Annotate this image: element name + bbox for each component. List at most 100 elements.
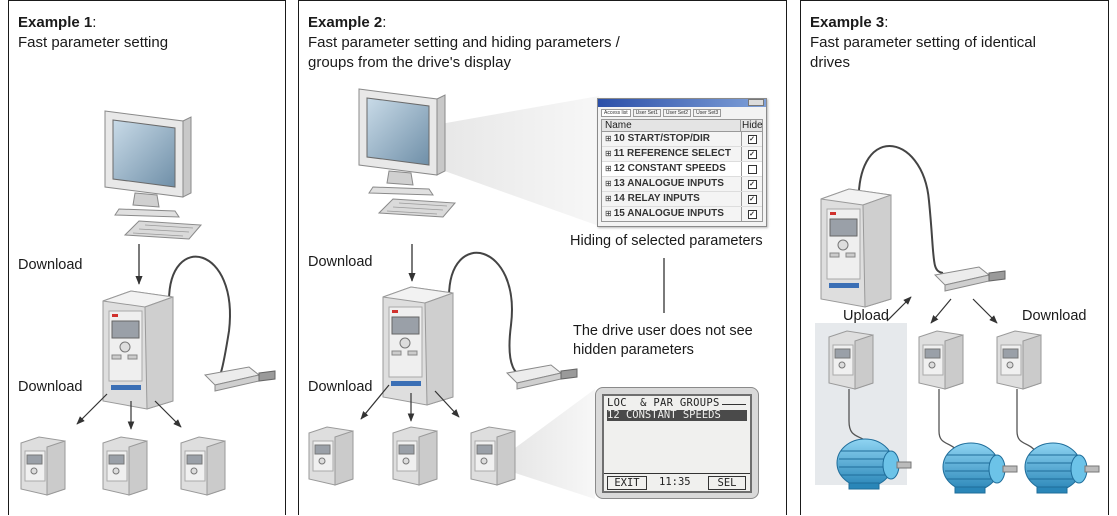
drive-display: LOC & PAR GROUPS 12 CONSTANT SPEEDS EXIT… (595, 387, 759, 499)
upload-arrow (886, 296, 912, 322)
hide-checkbox-checked[interactable]: ✓ (741, 132, 762, 146)
parameter-name: 13 ANALOGUE INPUTS (613, 178, 724, 189)
example-2-illustration (308, 88, 665, 499)
parameter-name: 12 CONSTANT SPEEDS (613, 163, 726, 174)
exit-softkey[interactable]: EXIT (607, 476, 647, 490)
usb-plug-icon (506, 364, 578, 390)
download-label: Download (1022, 308, 1087, 324)
download-label: Download (18, 257, 83, 273)
parameter-name: 10 START/STOP/DIR (613, 133, 711, 144)
parameter-row[interactable]: ⊞15 ANALOGUE INPUTS ✓ (602, 206, 762, 221)
hiding-caption: Hiding of selected parameters (570, 233, 763, 249)
small-drive-icon (828, 330, 874, 390)
display-header: LOC & PAR GROUPS (607, 397, 720, 409)
parameter-cell: ⊞14 RELAY INPUTS (602, 192, 741, 206)
tab-access-list[interactable]: Access list (601, 109, 631, 117)
parameter-row[interactable]: ⊞13 ANALOGUE INPUTS ✓ (602, 176, 762, 191)
display-header-rule (722, 404, 746, 405)
expand-icon[interactable]: ⊞ (605, 209, 612, 218)
checkbox-icon[interactable]: ✓ (747, 209, 757, 219)
drive-icon (382, 286, 454, 406)
display-time: 11:35 (659, 476, 691, 488)
checkbox-icon[interactable]: ✓ (747, 149, 757, 159)
window-title-bar (598, 99, 766, 107)
drive-icon (820, 188, 892, 308)
parameter-cell: ⊞13 ANALOGUE INPUTS (602, 177, 741, 191)
table-header: Name Hide (602, 120, 763, 132)
column-name-header: Name (605, 120, 632, 131)
download-arrow (434, 390, 460, 418)
motor-icon (942, 442, 1018, 494)
parameter-name: 14 RELAY INPUTS (613, 193, 700, 204)
hide-checkbox-unchecked[interactable] (741, 162, 762, 176)
example-2-panel: Example 2: Fast parameter setting and hi… (298, 0, 787, 515)
small-drive-icon (308, 426, 354, 486)
usb-plug-icon (204, 366, 276, 392)
small-drive-icon (20, 436, 66, 496)
checkbox-icon[interactable]: ✓ (747, 194, 757, 204)
parameter-name: 11 REFERENCE SELECT (613, 148, 731, 159)
checkbox-icon[interactable]: ✓ (747, 134, 757, 144)
example-1-panel: Example 1: Fast parameter setting Downlo… (8, 0, 286, 515)
example-3-panel: Example 3: Fast parameter setting of ide… (800, 0, 1109, 515)
hide-checkbox-checked[interactable]: ✓ (741, 192, 762, 206)
display-screen: LOC & PAR GROUPS 12 CONSTANT SPEEDS EXIT… (602, 394, 752, 493)
parameter-row[interactable]: ⊞14 RELAY INPUTS ✓ (602, 191, 762, 206)
parameter-window: Access list User Set1 User Set2 User Set… (597, 98, 767, 227)
usb-cable (857, 145, 944, 274)
tab-user-set2[interactable]: User Set2 (662, 109, 692, 117)
drive-icon (102, 290, 174, 410)
parameter-rows: ⊞10 START/STOP/DIR✓⊞11 REFERENCE SELECT✓… (602, 132, 762, 221)
download-arrow (154, 400, 182, 428)
expand-icon[interactable]: ⊞ (605, 194, 612, 203)
example-3-description: Fast parameter setting of identical driv… (810, 34, 1036, 71)
small-drive-icon (392, 426, 438, 486)
download-label: Download (308, 254, 373, 270)
download-label: Download (308, 379, 373, 395)
motor-icon (1024, 442, 1100, 494)
download-arrow (930, 298, 952, 324)
expand-icon[interactable]: ⊞ (605, 134, 612, 143)
download-arrow (972, 298, 998, 324)
small-drive-icon (180, 436, 226, 496)
hide-checkbox-checked[interactable]: ✓ (741, 147, 762, 161)
expand-icon[interactable]: ⊞ (605, 164, 612, 173)
example-1-description: Fast parameter setting (18, 34, 169, 51)
usb-cable (168, 255, 231, 378)
user-note: The drive user does not see hidden param… (573, 323, 753, 358)
parameter-cell: ⊞15 ANALOGUE INPUTS (602, 207, 741, 221)
small-drive-icon (996, 330, 1042, 390)
parameter-cell: ⊞12 CONSTANT SPEEDS (602, 162, 741, 176)
example-1-title: Example 1: (18, 14, 97, 31)
example-3-title: Example 3: (810, 14, 889, 31)
tab-user-set3[interactable]: User Set3 (693, 109, 722, 117)
column-hide-header: Hide (740, 120, 763, 131)
download-arrow (76, 393, 108, 425)
zoom-beam (429, 96, 599, 226)
usb-plug-icon (934, 266, 1006, 292)
download-label: Download (18, 379, 83, 395)
computer-icon (358, 88, 456, 218)
parameter-name: 15 ANALOGUE INPUTS (613, 208, 724, 219)
expand-icon[interactable]: ⊞ (605, 179, 612, 188)
example-2-title: Example 2: (308, 14, 387, 31)
window-tabs: Access list User Set1 User Set2 User Set… (598, 107, 766, 118)
parameter-row[interactable]: ⊞11 REFERENCE SELECT ✓ (602, 146, 762, 161)
motor-cable (938, 389, 960, 454)
small-drive-icon (470, 426, 516, 486)
parameter-row[interactable]: ⊞10 START/STOP/DIR ✓ (602, 132, 762, 146)
tab-user-set1[interactable]: User Set1 (632, 109, 661, 117)
display-selected-item: 12 CONSTANT SPEEDS (607, 410, 747, 421)
upload-label: Upload (843, 308, 889, 324)
parameter-table: Name Hide ⊞10 START/STOP/DIR✓⊞11 REFEREN… (601, 119, 763, 222)
hide-checkbox-checked[interactable]: ✓ (741, 177, 762, 191)
checkbox-icon[interactable] (747, 164, 757, 174)
usb-cable (448, 251, 520, 375)
expand-icon[interactable]: ⊞ (605, 149, 612, 158)
checkbox-icon[interactable]: ✓ (747, 179, 757, 189)
hide-checkbox-checked[interactable]: ✓ (741, 207, 762, 221)
window-controls-icon[interactable] (748, 99, 764, 106)
small-drive-icon (102, 436, 148, 496)
sel-softkey[interactable]: SEL (708, 476, 746, 490)
parameter-row[interactable]: ⊞12 CONSTANT SPEEDS (602, 161, 762, 176)
